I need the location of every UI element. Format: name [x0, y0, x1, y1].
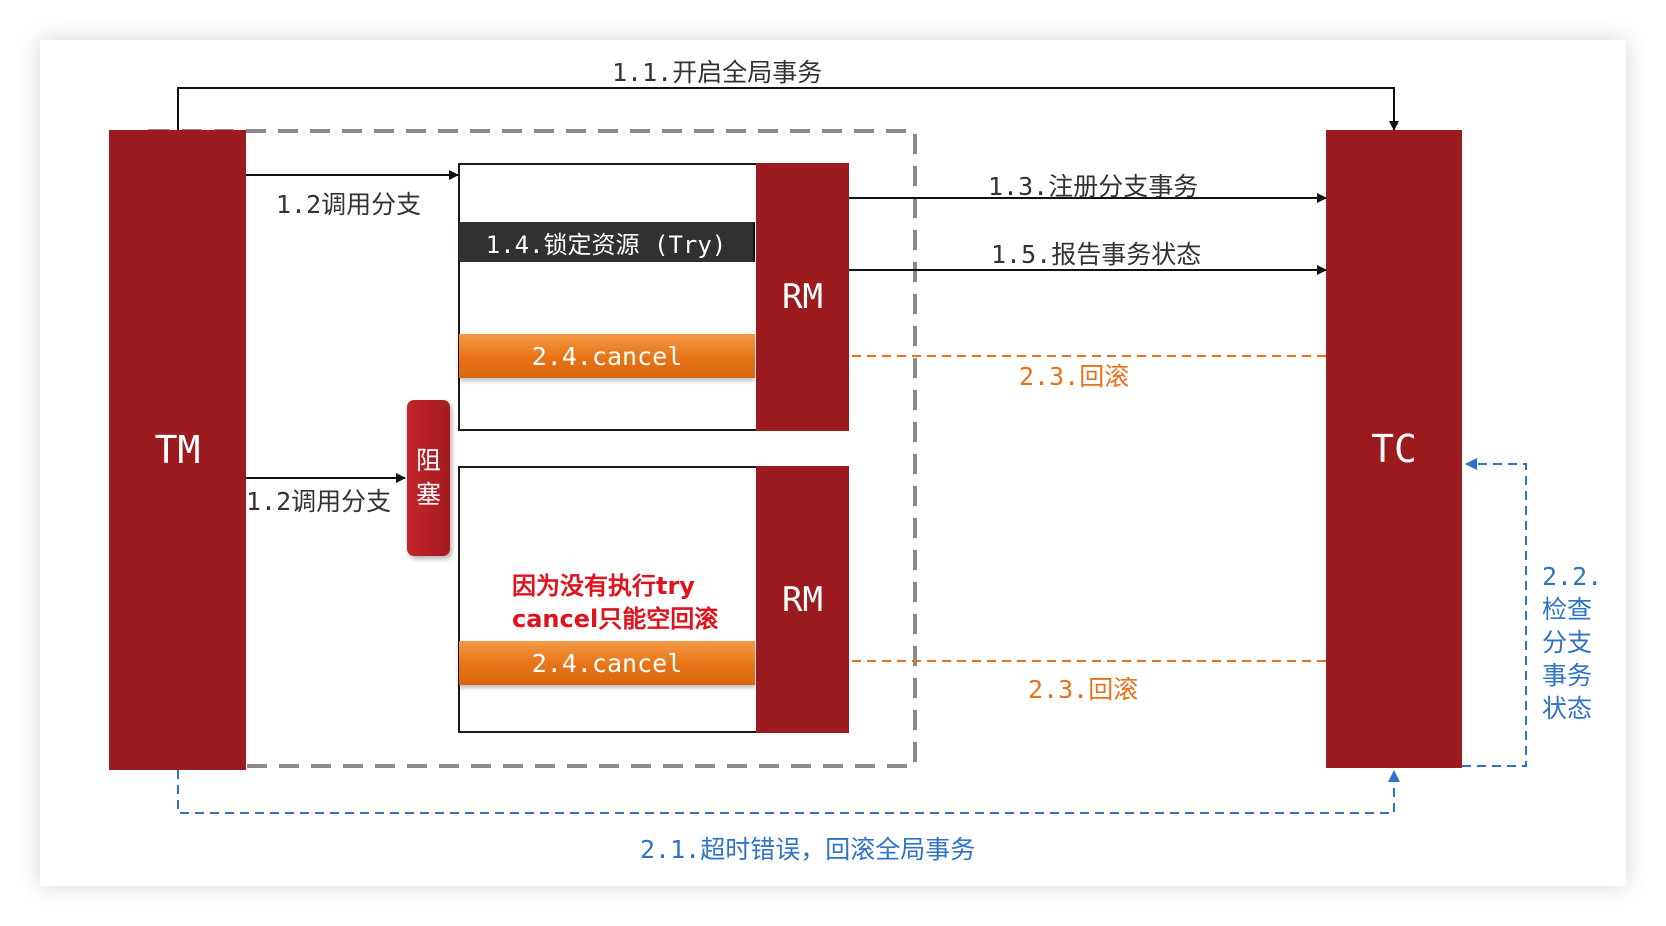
label-timeout-rollback: 2.1.超时错误，回滚全局事务 [640, 835, 976, 864]
cancel-bottom-label: 2.4.cancel [531, 648, 683, 678]
note-line-2: cancel只能空回滚 [512, 605, 719, 633]
label-report-status: 1.5.报告事务状态 [991, 240, 1202, 269]
branch-box-bottom [458, 466, 762, 733]
branch-box-top [458, 163, 762, 431]
cancel-bar-bottom: 2.4.cancel [459, 641, 755, 685]
check-status-line-3: 分支 [1542, 628, 1593, 657]
arrow-timeout-rollback [177, 770, 1400, 814]
tm-label: TM [154, 428, 201, 472]
lock-resource-label: 1.4.锁定资源 (Try) [485, 230, 727, 259]
arrow-check-status [1462, 458, 1527, 767]
rm-block-top: RM [756, 163, 849, 431]
check-status-line-5: 状态 [1542, 694, 1593, 723]
tc-block: TC [1326, 130, 1462, 768]
label-check-status: 2.2. 检查 分支 事务 状态 [1542, 560, 1612, 725]
cancel-top-label: 2.4.cancel [531, 341, 683, 371]
cancel-bar-top: 2.4.cancel [459, 334, 755, 378]
rm-top-label: RM [782, 277, 823, 317]
check-status-line-4: 事务 [1542, 661, 1593, 690]
check-status-line-2: 检查 [1542, 595, 1593, 624]
lock-resource-bar: 1.4.锁定资源 (Try) [459, 222, 755, 262]
check-status-line-1: 2.2. [1542, 562, 1603, 591]
label-register-branch: 1.3.注册分支事务 [988, 172, 1199, 201]
tc-label: TC [1371, 427, 1417, 471]
label-rollback-top: 2.3.回滚 [1019, 362, 1130, 391]
note-line-1: 因为没有执行try [512, 572, 695, 600]
label-call-branch-top: 1.2调用分支 [276, 190, 422, 219]
empty-rollback-note: 因为没有执行try cancel只能空回滚 [512, 570, 718, 636]
blocking-indicator: 阻 塞 [407, 400, 450, 556]
arrow-open-global [177, 87, 1399, 131]
blocking-char-2: 塞 [415, 480, 441, 509]
rm-block-bottom: RM [756, 466, 849, 733]
tm-block: TM [109, 130, 246, 770]
rm-bottom-label: RM [782, 579, 823, 620]
label-rollback-bottom: 2.3.回滚 [1028, 675, 1139, 704]
blocking-char-1: 阻 [415, 446, 441, 475]
label-call-branch-bottom: 1.2调用分支 [246, 487, 392, 516]
label-open-global: 1.1.开启全局事务 [612, 58, 823, 87]
